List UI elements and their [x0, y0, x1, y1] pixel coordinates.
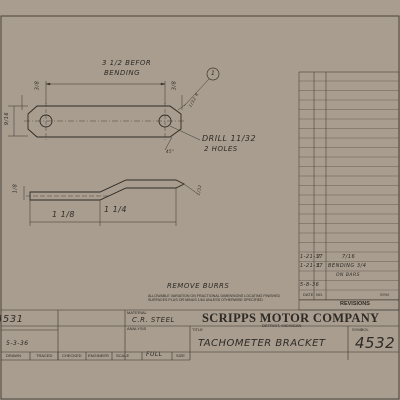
- company-location: DETROIT, MICHIGAN: [262, 323, 302, 328]
- drawing-title: TACHOMETER BRACKET: [198, 338, 326, 349]
- balloon-number: 1: [211, 70, 216, 77]
- bracket-side-view: [26, 180, 184, 200]
- revisions-col-date: DATE: [303, 292, 314, 297]
- part-number: 4531: [0, 314, 24, 325]
- company-name: SCRIPPS MOTOR COMPANY: [202, 311, 380, 325]
- material-value: C.R. STEEL: [132, 316, 175, 324]
- analysis-label: ANALYSIS: [127, 326, 147, 331]
- revisions-col-no: NO.: [316, 292, 324, 297]
- scale-label: SCALE: [116, 353, 130, 358]
- revision-row-2-date: 1-21-37: [300, 263, 324, 269]
- dimension-height-marks: [8, 95, 182, 136]
- drawn-label: DRAWN: [6, 353, 21, 358]
- dimension-overall: [46, 81, 165, 104]
- revision-row-1-desc: 7/16: [342, 254, 356, 260]
- revisions-row-lines: [299, 81, 399, 300]
- side-dim-left: 1/8: [12, 183, 19, 194]
- scale-value: FULL: [146, 351, 163, 358]
- revision-row-1-no: 2: [317, 254, 321, 260]
- revision-row-4-date: 5-8-36: [300, 282, 320, 288]
- dim-right-height: 3/8: [171, 80, 178, 91]
- checked-label: CHECKED: [62, 353, 82, 358]
- drawing-date: 5-3-36: [6, 340, 29, 347]
- drill-hole-left: [40, 115, 52, 127]
- side-dim-right: 1 1/4: [104, 205, 128, 214]
- revisions-col-sym: SYM: [380, 292, 389, 297]
- symbol-value: 4532: [355, 334, 396, 352]
- dim-angle: 45°: [166, 149, 175, 154]
- drill-leader: [170, 126, 200, 140]
- revision-row-2-no: 1: [317, 263, 321, 269]
- dim-left-height: 3/8: [34, 80, 41, 91]
- revision-row-3-desc: ON BARS: [336, 273, 360, 278]
- revision-row-1-date: 1-21-37: [300, 254, 324, 260]
- drill-hole-right: [159, 115, 171, 127]
- tolerance-note: ALLOWABLE VARIATION ON FRACTIONAL DIMENS…: [148, 294, 281, 302]
- angle-leader: [165, 137, 172, 150]
- size-label: SIZE: [176, 353, 185, 358]
- balloon-leader: [184, 79, 209, 106]
- dim-width: 9/16: [4, 111, 11, 126]
- engineer-label: ENGINEER: [88, 353, 109, 358]
- item-balloon: [207, 68, 219, 80]
- side-view-dimensions: [24, 184, 198, 226]
- symbol-label: SYMBOL: [352, 327, 369, 332]
- side-dim-mid: 1 1/8: [52, 210, 76, 219]
- drill-note: DRILL 11/32: [202, 134, 257, 143]
- revision-row-2-desc: BENDING 3/4: [328, 263, 367, 269]
- drill-note-holes: 2 HOLES: [204, 145, 238, 153]
- dim-overall-label: 3 1/2 BEFOR: [102, 59, 152, 67]
- dim-overall-label-2: BENDING: [104, 69, 141, 77]
- radius-leader: [178, 104, 186, 110]
- title-block-grid: [1, 310, 399, 360]
- revisions-header: REVISIONS: [340, 301, 370, 307]
- title-label: TITLE: [192, 327, 203, 332]
- bracket-top-view: [24, 103, 186, 140]
- traced-label: TRACED: [36, 353, 53, 358]
- remove-burrs-note: REMOVE BURRS: [167, 282, 230, 290]
- material-label: MATERIAL: [127, 310, 147, 315]
